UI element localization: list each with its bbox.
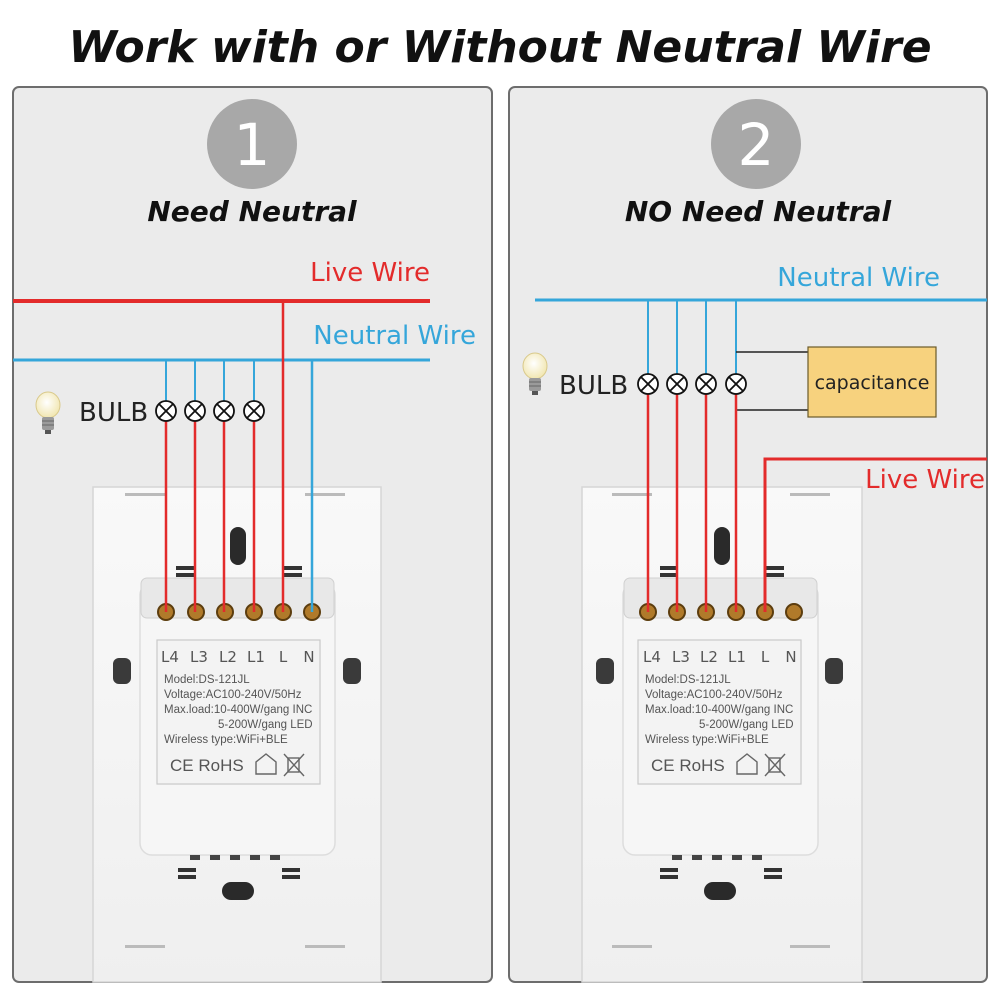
lightbulb-icon	[522, 352, 548, 395]
terminal-label: L4	[161, 648, 179, 666]
bulb-markers	[155, 400, 265, 422]
terminal-label: L	[761, 648, 770, 666]
spec-label	[637, 639, 802, 785]
spec-certs: CE RoHS	[170, 756, 244, 775]
spec-wireless: Wireless type:WiFi+BLE	[645, 734, 769, 746]
spec-certs: CE RoHS	[651, 756, 725, 775]
spec-label	[156, 639, 321, 785]
terminal-label: L3	[672, 648, 690, 666]
panel-no-need-neutral: 2 NO Need Neutral	[508, 86, 988, 983]
spec-maxload-led: 5-200W/gang LED	[699, 719, 794, 731]
step-number: 1	[234, 111, 271, 179]
lightbulb-icon	[35, 391, 61, 434]
spec-maxload: Max.load:10-400W/gang INC	[645, 704, 793, 716]
step-number: 2	[738, 111, 775, 179]
terminal-label: L	[279, 648, 288, 666]
spec-model: Model:DS-121JL	[164, 674, 250, 686]
weee-bin-icon	[764, 753, 786, 777]
wire-group	[13, 299, 430, 612]
step-badge	[711, 99, 801, 189]
house-icon	[255, 753, 277, 775]
live-wire-label: Live Wire	[865, 465, 985, 495]
terminal-label: N	[785, 648, 796, 666]
spec-model: Model:DS-121JL	[645, 674, 731, 686]
panel-heading: Need Neutral	[147, 195, 357, 228]
spec-voltage: Voltage:AC100-240V/50Hz	[645, 689, 783, 701]
neutral-wire-label: Neutral Wire	[777, 263, 940, 293]
terminal-label: L1	[728, 648, 746, 666]
panel-heading: NO Need Neutral	[625, 195, 892, 228]
main-title: Work with or Without Neutral Wire	[68, 22, 931, 73]
terminal-label: L2	[219, 648, 237, 666]
neutral-wire-label: Neutral Wire	[313, 321, 476, 351]
terminal-label: L4	[643, 648, 661, 666]
capacitance-box	[807, 346, 937, 418]
weee-bin-icon	[283, 753, 305, 777]
spec-maxload-led: 5-200W/gang LED	[218, 719, 313, 731]
house-icon	[736, 753, 758, 775]
spec-voltage: Voltage:AC100-240V/50Hz	[164, 689, 302, 701]
spec-maxload: Max.load:10-400W/gang INC	[164, 704, 312, 716]
bulb-label: BULB	[79, 398, 148, 428]
switch-plate	[581, 486, 863, 983]
capacitance-label: capacitance	[815, 372, 930, 394]
bulb-label: BULB	[559, 371, 628, 401]
spec-wireless: Wireless type:WiFi+BLE	[164, 734, 288, 746]
live-wire-label: Live Wire	[310, 258, 430, 288]
terminal-label: L1	[247, 648, 265, 666]
terminal-label: L3	[190, 648, 208, 666]
live-wire-line	[763, 457, 987, 612]
panel-need-neutral: 1 Need Neutral	[12, 86, 493, 983]
wire-group	[535, 298, 987, 612]
terminal-label: N	[303, 648, 314, 666]
step-badge	[207, 99, 297, 189]
bulb-markers	[637, 373, 747, 395]
terminal-label: L2	[700, 648, 718, 666]
